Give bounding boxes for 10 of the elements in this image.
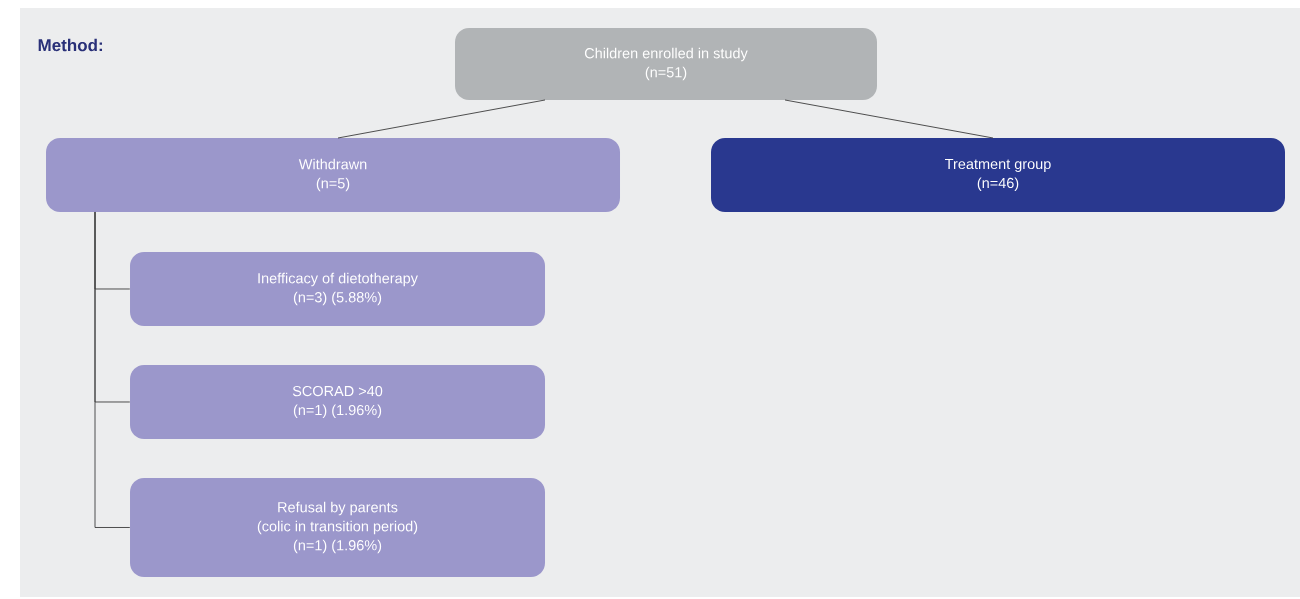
- flow-box: Inefficacy of dietotherapy (n=3) (5.88%): [130, 252, 545, 326]
- flow-box: Withdrawn (n=5): [46, 138, 620, 212]
- flow-box: Refusal by parents (colic in transition period) (n=1) (1.96%): [130, 478, 545, 577]
- flow-box: Treatment group (n=46): [711, 138, 1285, 212]
- connector-line: [337, 99, 546, 139]
- connector-line: [784, 99, 994, 139]
- flow-box: Children enrolled in study (n=51): [455, 28, 877, 100]
- connector-line: [94, 211, 131, 528]
- flow-box: SCORAD >40 (n=1) (1.96%): [130, 365, 545, 439]
- heading: Method:: [38, 38, 102, 52]
